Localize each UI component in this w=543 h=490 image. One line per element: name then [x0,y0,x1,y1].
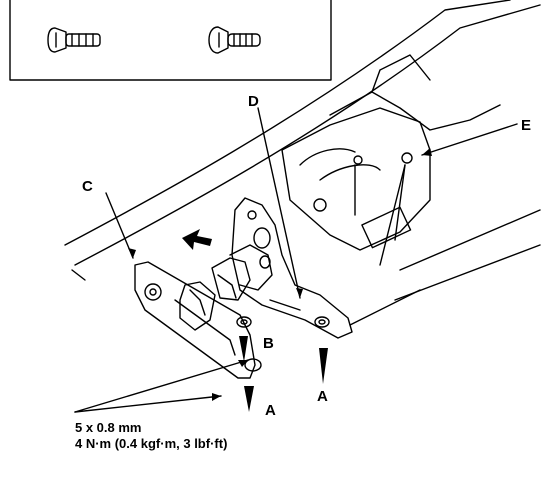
leader-arrowhead [212,393,221,401]
bolt-size-label: 5 x 0.8 mm [75,420,142,435]
leader-arrowhead [296,288,303,298]
callout-c: C [82,178,93,195]
leader-arrowhead [422,148,432,156]
arrow-a-top [319,348,328,384]
arrow-b [239,336,248,362]
callout-a: A [317,388,328,405]
fastener-inset [9,0,332,81]
callout-a: A [265,402,276,419]
screw-icon [47,27,101,53]
torque-spec-label: 4 N·m (0.4 kgf·m, 3 lbf·ft) [75,436,227,451]
latch-mechanism [179,244,273,331]
callout-b: B [263,335,274,352]
leader-arrowhead [128,248,136,258]
leader-arrowhead [238,360,248,367]
hinge-bracket-d [231,197,353,339]
hinge-bracket-c [134,261,262,379]
callout-e: E [521,117,531,134]
leader-lines [74,107,518,413]
direction-arrow [182,229,212,250]
screw-icon [208,26,261,54]
body-panel [64,0,541,326]
arrow-a-bottom [244,386,254,412]
callout-d: D [248,93,259,110]
